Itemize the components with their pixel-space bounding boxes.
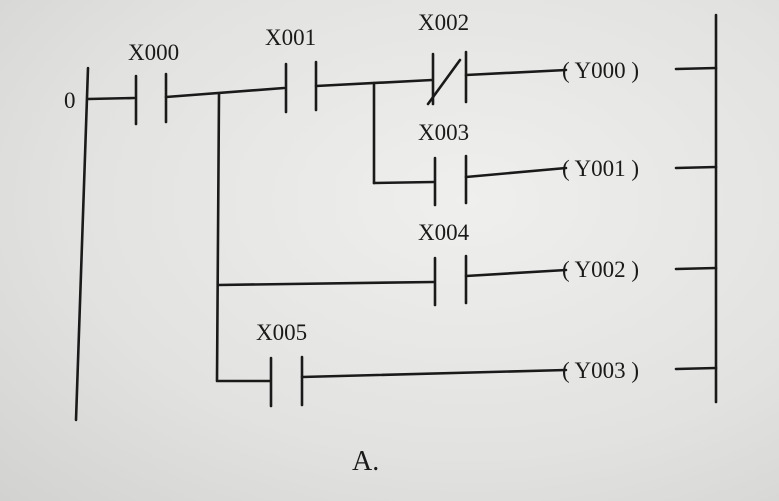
caption: A. [352, 446, 379, 477]
step-number: 0 [64, 88, 76, 113]
contact-label-x004: X004 [418, 220, 470, 245]
rung-3: X004 ( Y002 ) [216, 220, 718, 307]
contact-x001 [284, 60, 318, 114]
coil-y000: ( Y000 ) [562, 58, 639, 83]
contact-x005 [269, 355, 304, 408]
branch-line [215, 92, 221, 382]
rung-2: X003 ( Y001 ) [372, 81, 718, 207]
contact-x000 [134, 72, 168, 126]
contact-label-x005: X005 [256, 320, 307, 345]
coil-y002: ( Y002 ) [562, 257, 639, 282]
rung-1: X000 X001 X002 ( Y000 ) [86, 10, 718, 126]
coil-y003: ( Y003 ) [562, 358, 639, 383]
contact-x004 [433, 254, 468, 307]
contact-x003 [433, 154, 468, 207]
contact-label-x003: X003 [418, 120, 469, 145]
contact-label-x002: X002 [418, 10, 469, 35]
left-power-rail [74, 66, 90, 422]
contact-label-x001: X001 [265, 25, 316, 50]
coil-y001: ( Y001 ) [562, 156, 639, 181]
contact-label-x000: X000 [128, 40, 179, 65]
rung-4: X005 ( Y003 ) [215, 320, 718, 408]
contact-x002-nc [426, 50, 468, 106]
